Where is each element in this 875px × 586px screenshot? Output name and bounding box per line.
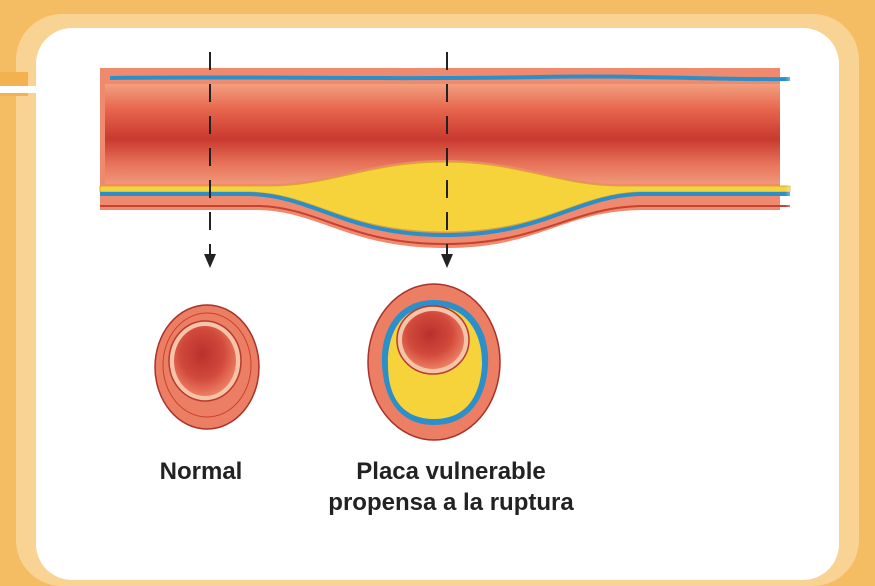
normal-cross-section xyxy=(155,305,259,429)
label-placa-line2: propensa a la ruptura xyxy=(286,487,616,518)
label-placa-line1: Placa vulnerable xyxy=(286,456,616,487)
label-vulnerable-plaque: Placa vulnerable propensa a la ruptura xyxy=(286,456,616,518)
longitudinal-artery xyxy=(100,60,800,248)
label-normal: Normal xyxy=(146,456,256,487)
plaque-cross-section xyxy=(368,284,500,440)
